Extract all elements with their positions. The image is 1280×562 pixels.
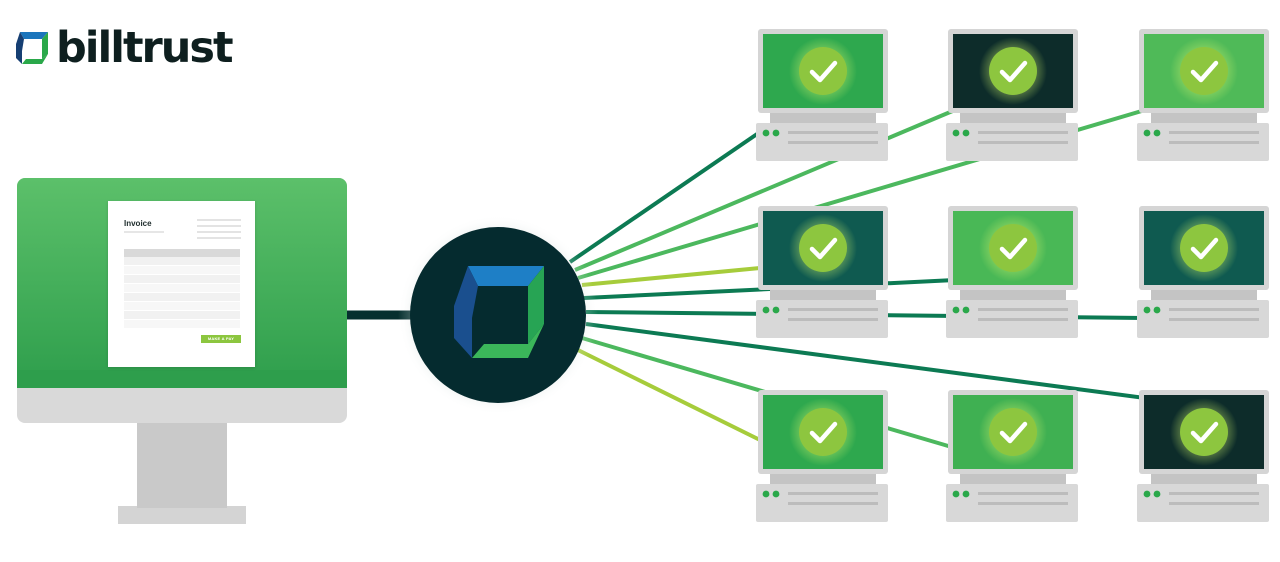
- check-badge: [1180, 408, 1228, 456]
- brand-header: billtrust: [16, 23, 234, 73]
- endpoint-computer-r2c3: [1137, 206, 1269, 338]
- status-led: [1143, 129, 1151, 137]
- link-r3c1: [577, 348, 761, 442]
- endpoint-computer-r2c2: [946, 206, 1078, 338]
- check-badge: [1180, 47, 1228, 95]
- check-icon: [1190, 60, 1219, 83]
- check-icon: [809, 421, 838, 444]
- check-icon: [999, 60, 1028, 83]
- monitor-stand-neck: [137, 420, 227, 508]
- status-led: [962, 490, 970, 498]
- invoice-row: [124, 292, 240, 302]
- endpoint-computer-r3c1: [756, 390, 888, 522]
- invoice-row: [124, 283, 240, 293]
- status-led: [1153, 306, 1161, 314]
- status-led: [762, 490, 770, 498]
- check-badge: [799, 224, 847, 272]
- endpoint-computer-r3c3: [1137, 390, 1269, 522]
- check-badge: [989, 224, 1037, 272]
- monitor-stand-base: [118, 506, 246, 524]
- link-r3c3: [585, 322, 1146, 400]
- status-led: [962, 129, 970, 137]
- endpoint-computer-r3c2: [946, 390, 1078, 522]
- invoice-row: [124, 265, 240, 275]
- check-badge: [799, 408, 847, 456]
- status-led: [1143, 490, 1151, 498]
- check-icon: [809, 60, 838, 83]
- status-led: [762, 129, 770, 137]
- status-led: [952, 129, 960, 137]
- link-r2c1: [581, 266, 761, 287]
- invoice-title: Invoice: [124, 219, 152, 228]
- check-badge: [799, 47, 847, 95]
- billtrust-logo-mark-icon: [454, 266, 544, 358]
- check-badge: [1180, 224, 1228, 272]
- status-led: [952, 490, 960, 498]
- status-led: [1153, 129, 1161, 137]
- check-badge: [989, 408, 1037, 456]
- endpoints: [756, 29, 1269, 522]
- invoice-document: Invoice ΜΑΚΕ Α PAY: [108, 201, 255, 367]
- status-led: [952, 306, 960, 314]
- invoice-table: [124, 249, 240, 329]
- status-led: [962, 306, 970, 314]
- check-badge: [989, 47, 1037, 95]
- check-icon: [1190, 237, 1219, 260]
- invoice-meta: [197, 219, 241, 243]
- check-icon: [999, 237, 1028, 260]
- link-r1c1: [568, 130, 762, 264]
- status-led: [772, 490, 780, 498]
- invoice-row: [124, 257, 240, 266]
- hub: [398, 215, 598, 415]
- status-led: [1153, 490, 1161, 498]
- endpoint-computer-r1c1: [756, 29, 888, 161]
- status-led: [772, 306, 780, 314]
- check-icon: [1190, 421, 1219, 444]
- brand-name: billtrust: [56, 23, 234, 73]
- check-icon: [999, 421, 1028, 444]
- invoice-row: [124, 310, 240, 320]
- status-led: [762, 306, 770, 314]
- invoice-row: [124, 274, 240, 284]
- endpoint-computer-r1c2: [946, 29, 1078, 161]
- link-r1c2: [574, 108, 956, 272]
- invoice-row: [124, 319, 240, 329]
- invoice-row: [124, 301, 240, 311]
- endpoint-computer-r1c3: [1137, 29, 1269, 161]
- billtrust-logo-icon: [16, 32, 48, 64]
- endpoint-computer-r2c1: [756, 206, 888, 338]
- status-led: [1143, 306, 1151, 314]
- check-icon: [809, 237, 838, 260]
- pay-button[interactable]: ΜΑΚΕ Α PAY: [201, 335, 241, 343]
- status-led: [772, 129, 780, 137]
